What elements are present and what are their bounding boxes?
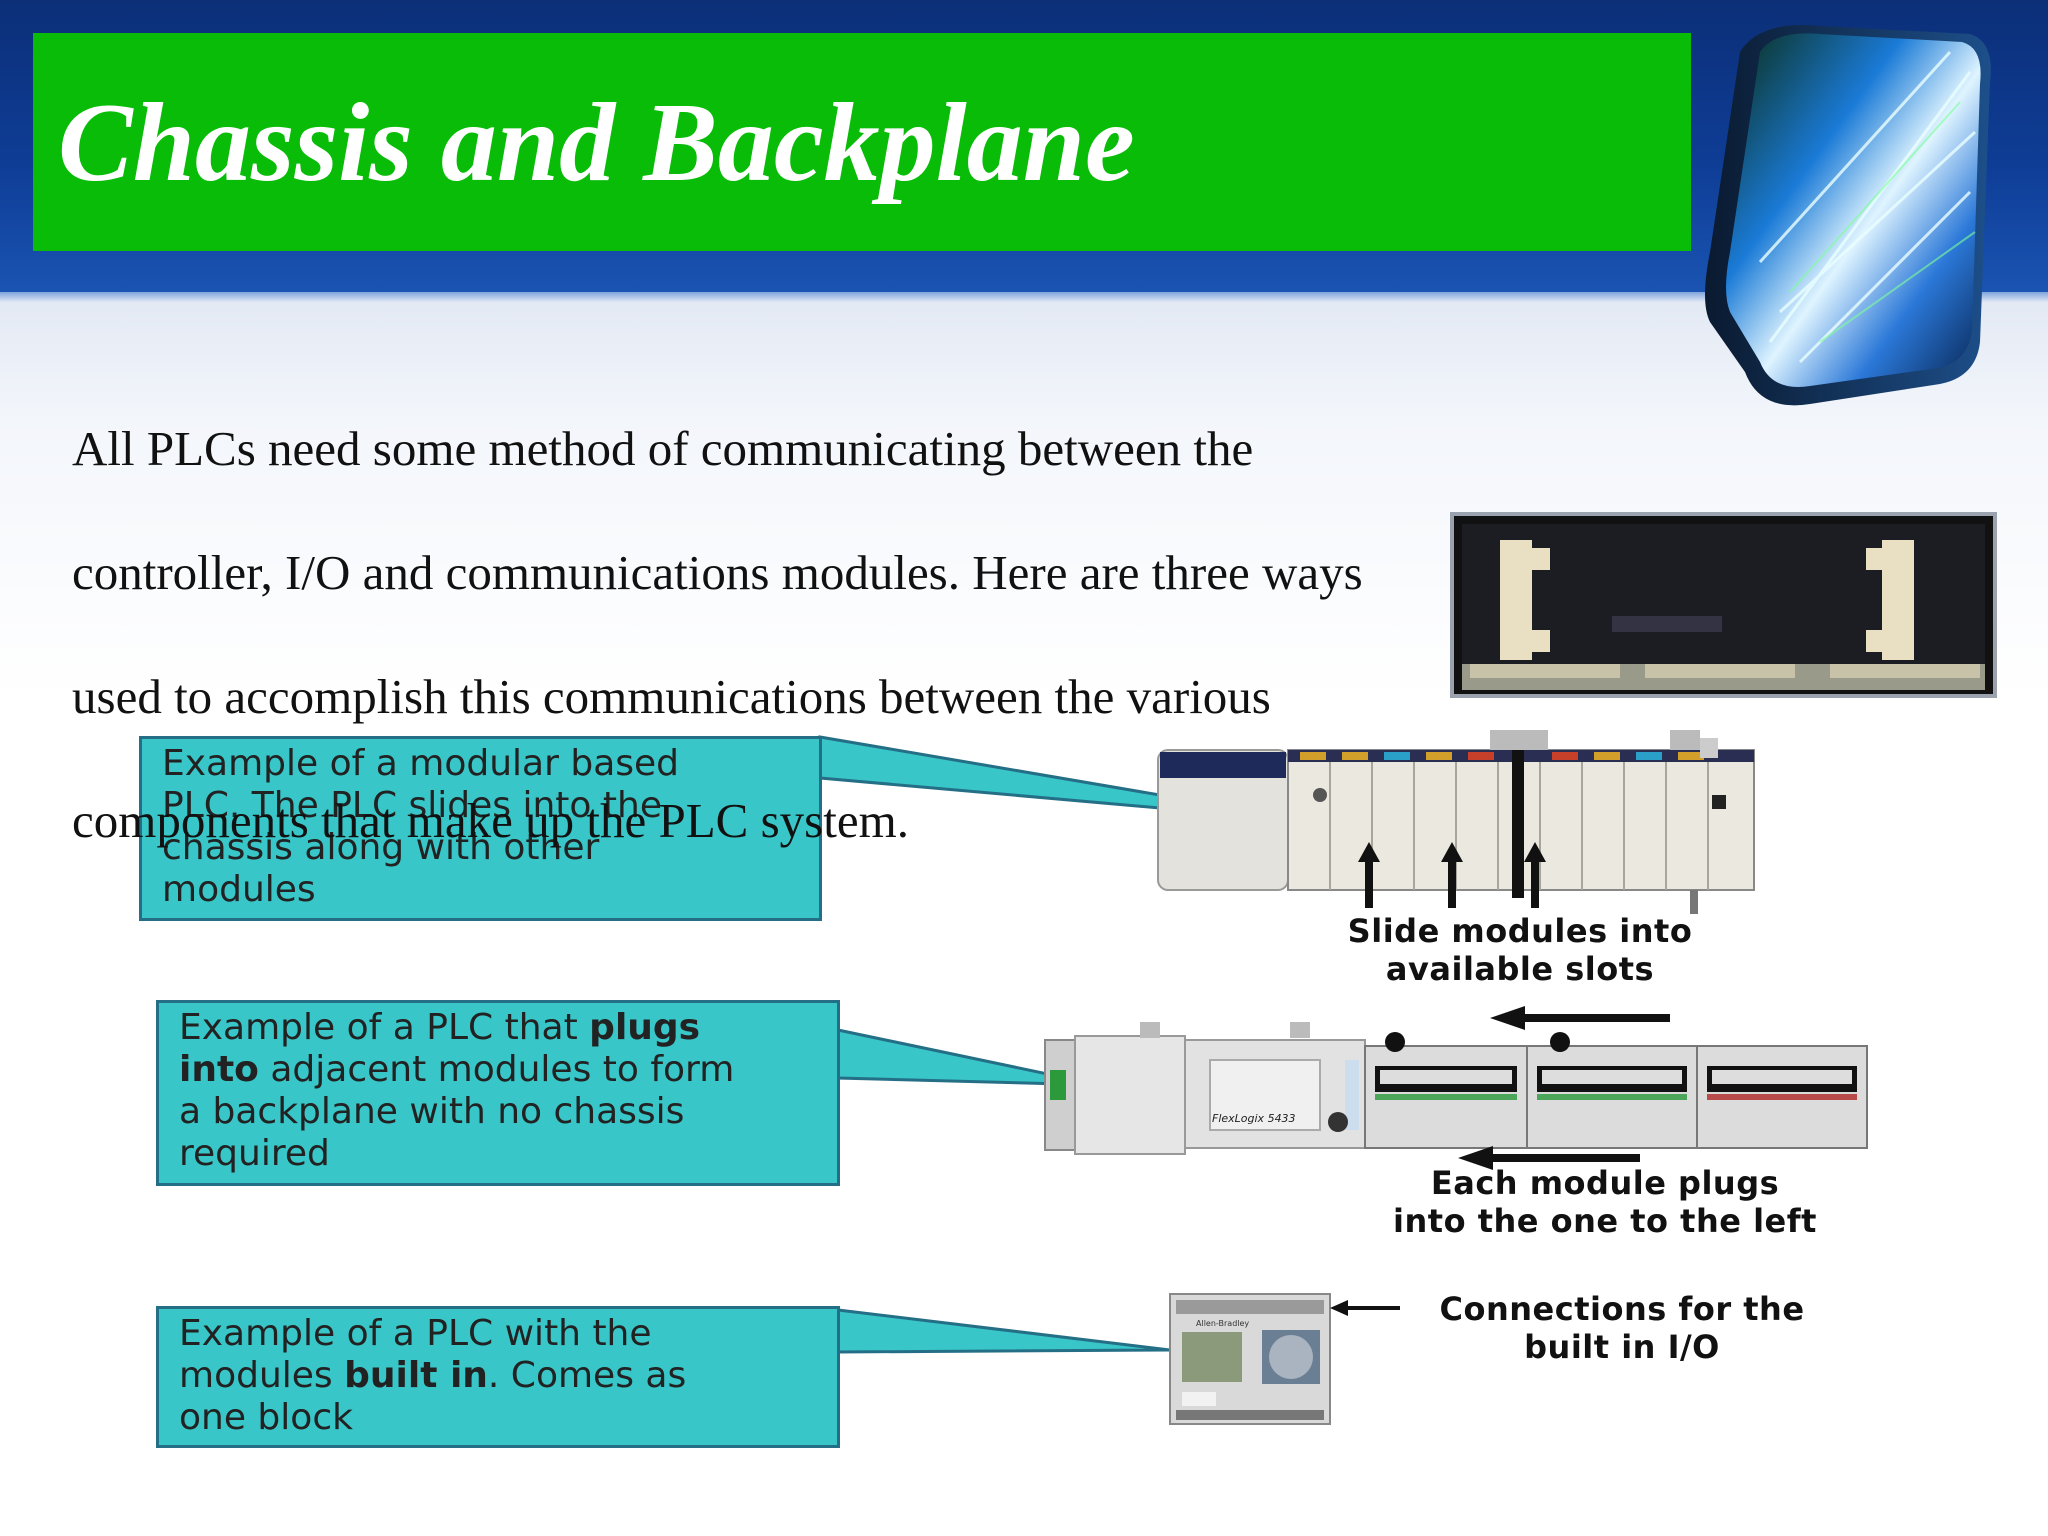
callout-modular-line-2: PLC. The PLC slides into the <box>162 785 662 826</box>
caption-connections-line-2: built in I/O <box>1524 1328 1720 1366</box>
corner-decoration-graphic <box>1705 25 1991 406</box>
caption-each-module-line-2: into the one to the left <box>1393 1202 1817 1240</box>
callout-plugs-in-plc: Example of a PLC that plugs into adjacen… <box>156 1000 840 1186</box>
callout-modular-line-3: chassis along with other <box>162 827 600 868</box>
caption-slide-modules: Slide modules into available slots <box>1300 912 1740 988</box>
title-bar <box>33 33 1691 251</box>
callout-plugs-line-1-bold: plugs <box>589 1007 701 1048</box>
caption-connections-line-1: Connections for the <box>1439 1290 1805 1328</box>
body-line-3: used to accomplish this communications b… <box>72 669 1271 724</box>
callout-built-in-line-2: modules built in. Comes as <box>179 1355 817 1397</box>
callout-built-in-plc: Example of a PLC with the modules built … <box>156 1306 840 1448</box>
callout-plugs-line-2: into adjacent modules to form <box>179 1049 817 1091</box>
callout-modular-line-1: Example of a modular based <box>162 743 680 784</box>
callout-built-in-line-2-tail: . Comes as <box>487 1355 687 1396</box>
caption-each-module-line-1: Each module plugs <box>1430 1164 1780 1202</box>
flexlogix-label: FlexLogix 5433 <box>1212 1112 1296 1125</box>
caption-slide-modules-line-2: available slots <box>1385 950 1655 988</box>
callout-plugs-line-4: required <box>179 1133 330 1174</box>
body-line-4: components that make up the PLC system. <box>72 793 909 848</box>
callout-plugs-line-3: a backplane with no chassis <box>179 1091 685 1132</box>
caption-connections: Connections for the built in I/O <box>1412 1290 1832 1366</box>
callout-built-in-line-2-text: modules <box>179 1355 345 1396</box>
callout-plugs-line-1-text: Example of a PLC that <box>179 1007 590 1048</box>
callout-plugs-line-2-bold: into <box>179 1049 259 1090</box>
callout-built-in-line-3: one block <box>179 1397 353 1438</box>
caption-slide-modules-line-1: Slide modules into <box>1347 912 1693 950</box>
callout-built-in-line-1: Example of a PLC with the <box>179 1313 652 1354</box>
callout-plugs-line-1: Example of a PLC that plugs <box>179 1007 817 1049</box>
header-divider <box>0 292 2048 302</box>
slide-title: Chassis and Backplane <box>58 81 1135 205</box>
callout-plugs-line-2-text: adjacent modules to form <box>258 1049 735 1090</box>
caption-each-module: Each module plugs into the one to the le… <box>1380 1164 1830 1240</box>
callout-modular-line-4: modules <box>162 869 316 910</box>
body-line-2: controller, I/O and communications modul… <box>72 545 1363 600</box>
callout-built-in-line-2-bold: built in <box>344 1355 488 1396</box>
body-line-1: All PLCs need some method of communicati… <box>72 421 1254 476</box>
micro-plc-brand: Allen-Bradley <box>1196 1319 1249 1328</box>
callout-modular-plc: Example of a modular based PLC. The PLC … <box>139 736 822 921</box>
